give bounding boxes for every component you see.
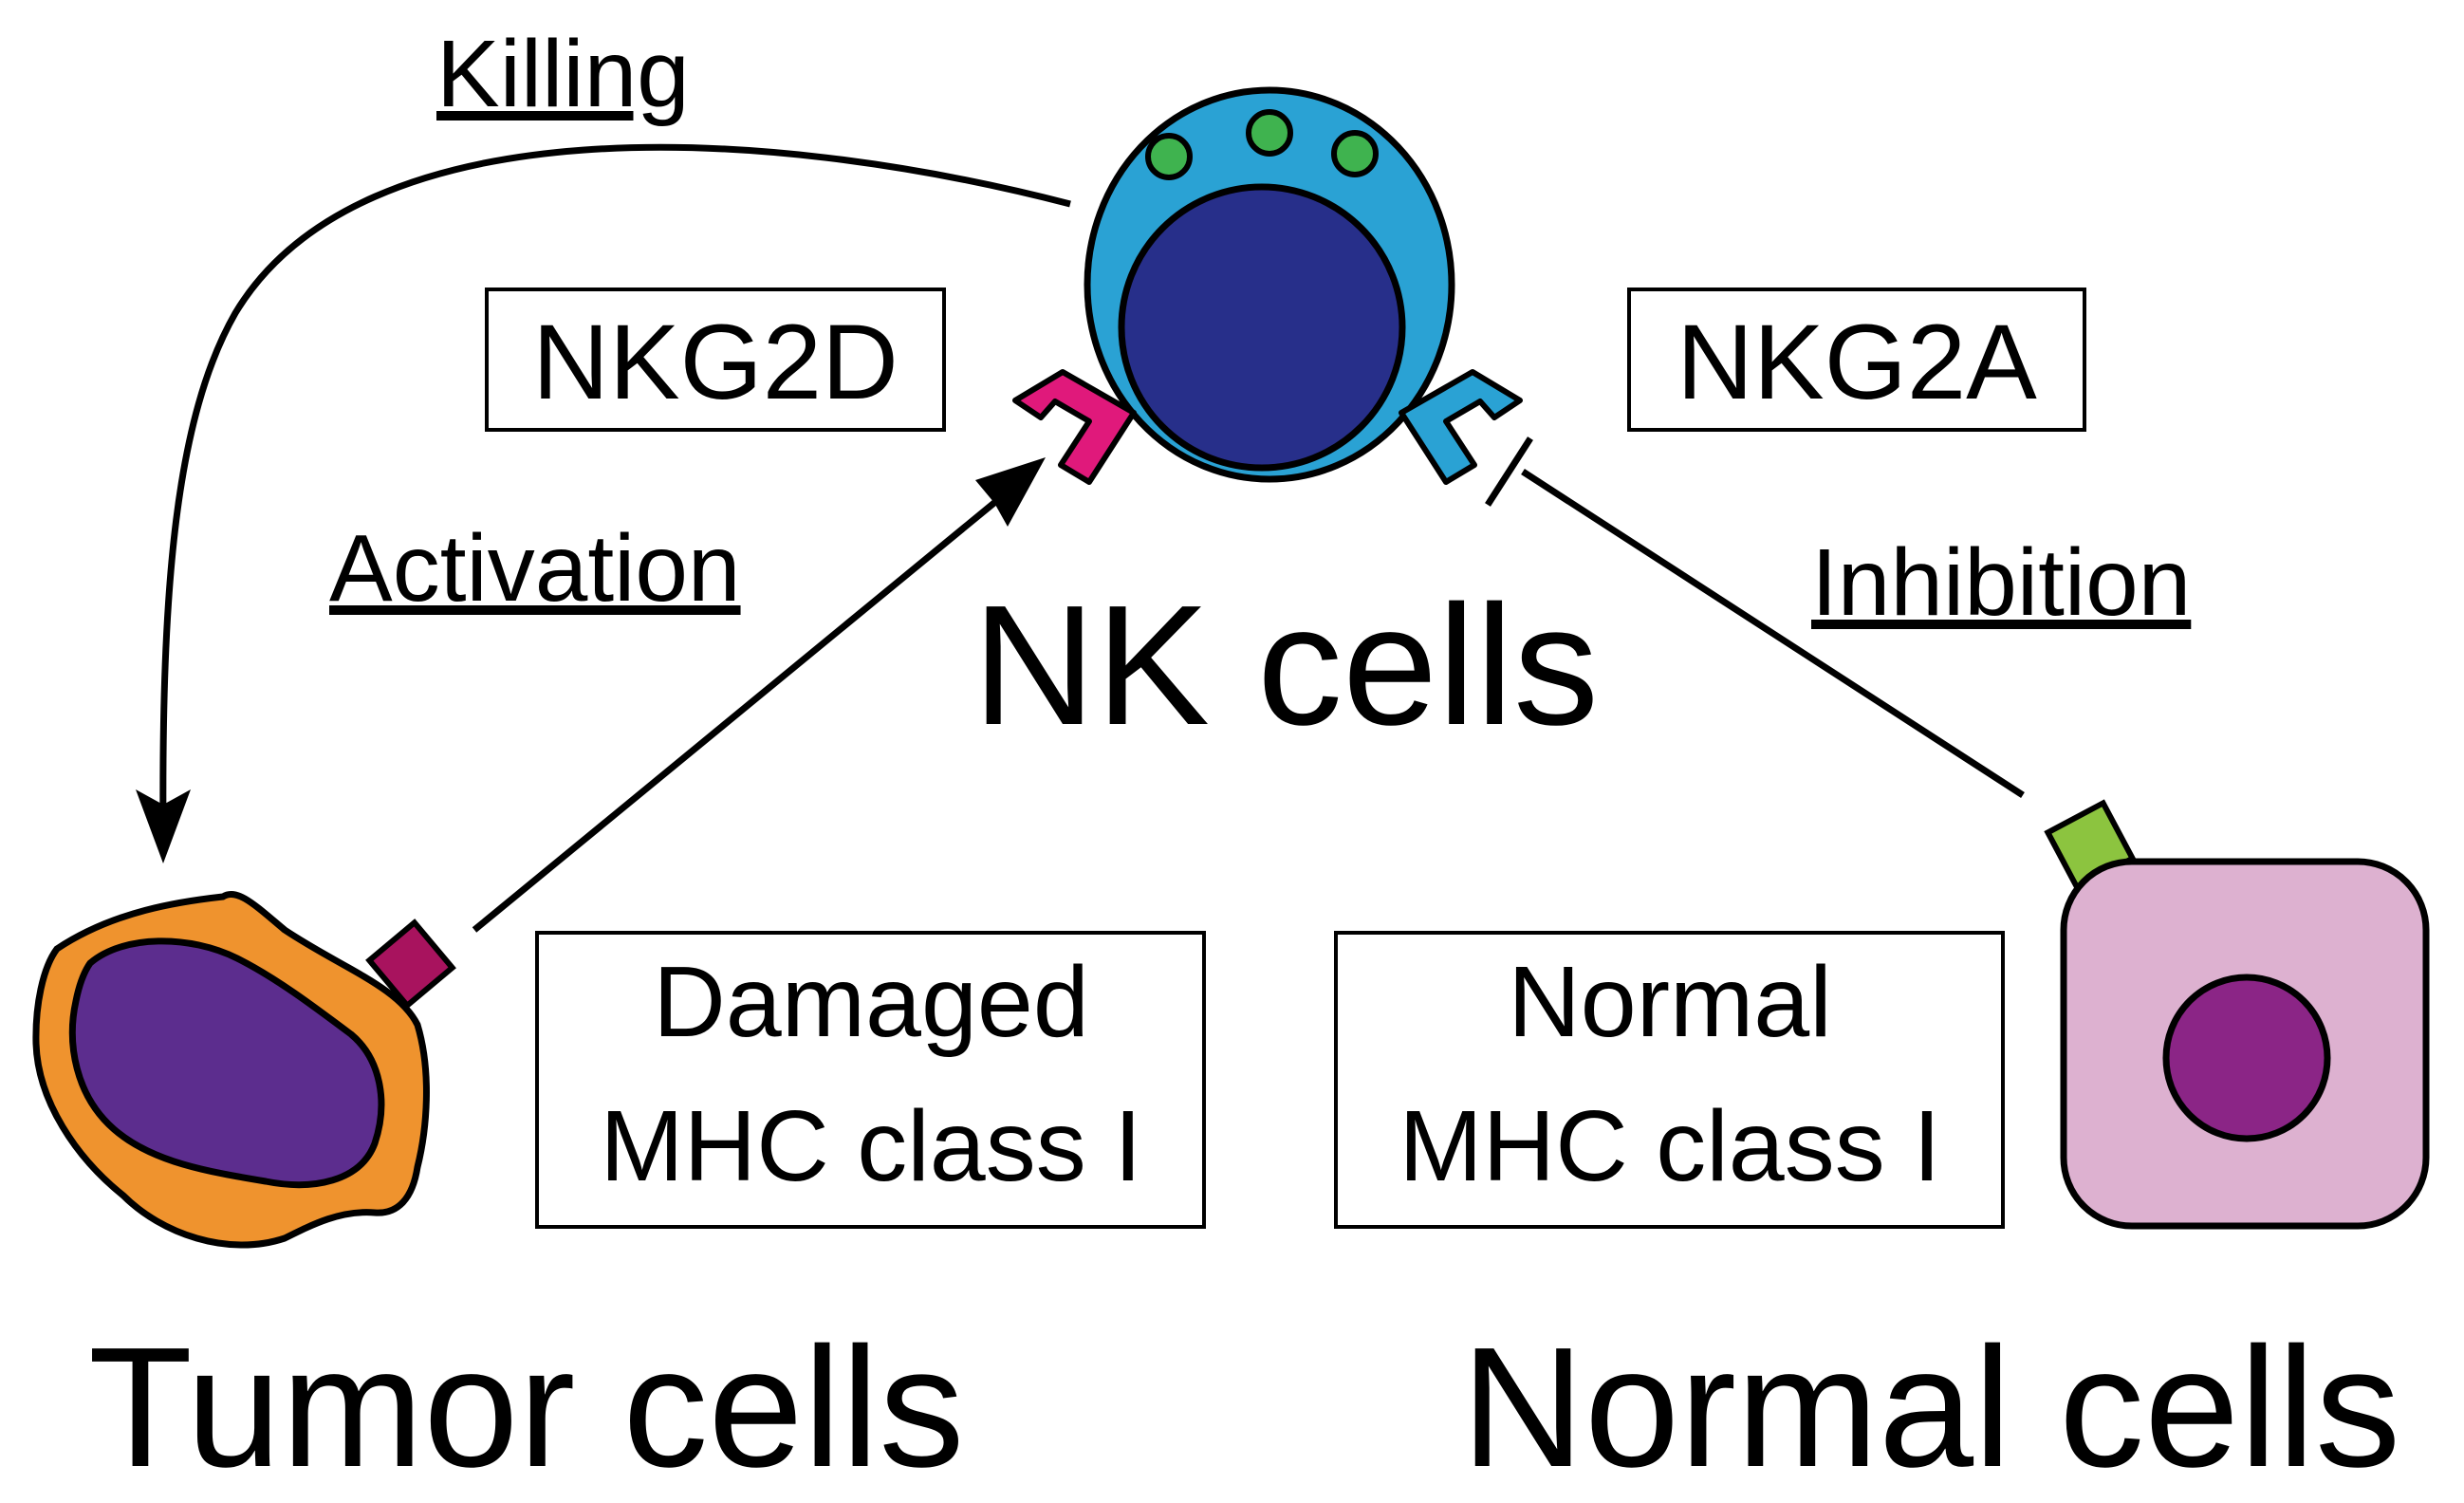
nk-cell-nucleus [1118,183,1406,472]
inhibition-bar [1485,436,1533,507]
damaged-mhc-line1: Damaged [653,946,1089,1058]
nk-granule [1246,109,1293,157]
nkg2d-box [485,288,946,432]
nkg2d-label: NKG2D [532,303,899,421]
tumor-cell [32,890,456,1249]
damaged-mhc-marker [365,918,456,1010]
nkg2a-label: NKG2A [1677,303,2037,421]
normal-mhc-box [1334,931,2005,1229]
killing-arrowhead [136,789,191,863]
damaged-mhc-line2: MHC class I [600,1090,1141,1202]
killing-label: Killing [436,21,690,127]
nk-granule [1145,133,1193,180]
inhibition-line [1521,469,2025,798]
normal-cells-title: Normal cells [1461,1312,2400,1503]
nkg2a-box [1627,288,2086,432]
killing-arrow [159,143,1071,836]
nkg2d-receptor [1012,369,1137,485]
activation-label: Activation [329,515,741,622]
normal-cell-nucleus [2162,974,2331,1142]
nk-granule [1331,130,1379,177]
activation-arrow [472,491,1009,933]
nk-cell [1012,86,1523,485]
normal-cell [2044,799,2430,1230]
nkg2a-receptor [1399,369,1523,485]
normal-mhc-line1: Normal [1508,946,1832,1058]
nk-cells-title: NK cells [973,570,1599,761]
tumor-cell-nucleus [68,937,385,1189]
tumor-cells-title: Tumor cells [88,1312,964,1503]
activation-arrowhead [975,457,1046,527]
normal-mhc-line2: MHC class I [1399,1090,1940,1202]
inhibition-label: Inhibition [1811,529,2191,636]
damaged-mhc-box [535,931,1206,1229]
